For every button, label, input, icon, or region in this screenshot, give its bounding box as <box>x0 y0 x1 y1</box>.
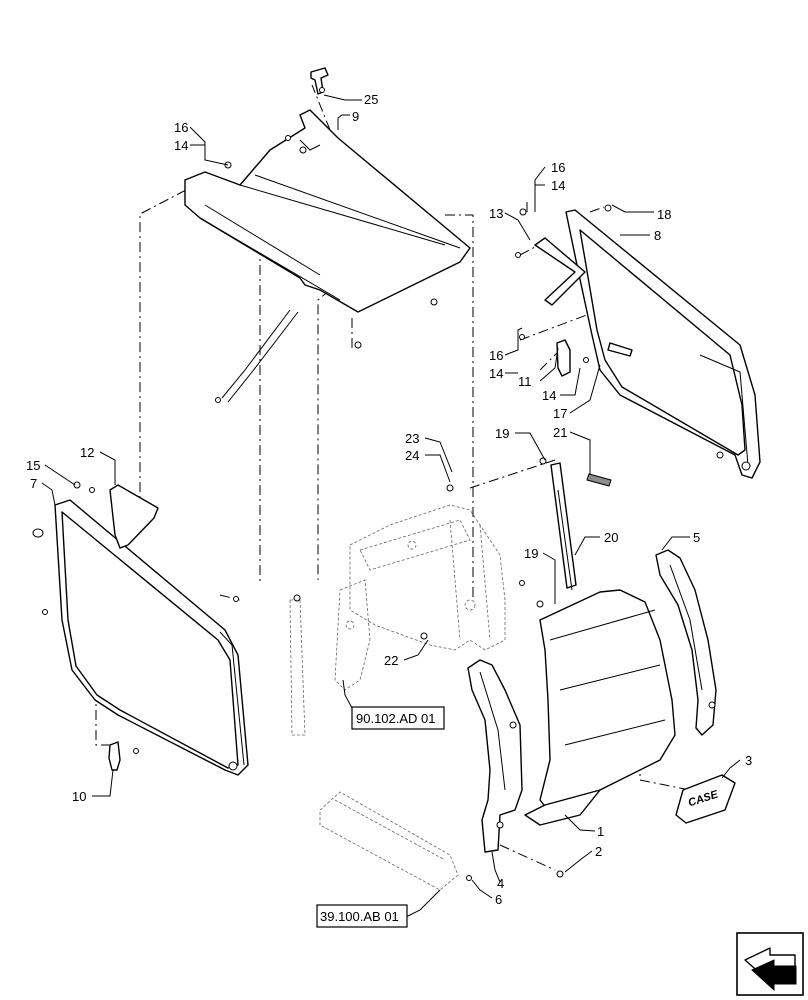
callout-19: 19 <box>495 426 509 441</box>
right-door-frame-part-8 <box>565 209 761 479</box>
callout-9: 9 <box>352 109 359 124</box>
callout-16: 16 <box>551 160 565 175</box>
callout-13: 13 <box>489 206 503 221</box>
latch-part-10 <box>108 741 121 771</box>
callout-16: 16 <box>489 348 503 363</box>
callout-1: 1 <box>597 824 604 839</box>
callout-10: 10 <box>72 789 86 804</box>
callout-8: 8 <box>654 228 661 243</box>
callout-2: 2 <box>595 844 602 859</box>
strip-part-21 <box>586 473 612 487</box>
gas-strut-part-20 <box>550 462 577 591</box>
callout-18: 18 <box>657 207 671 222</box>
callout-14: 14 <box>489 366 503 381</box>
top-panel-part-9 <box>184 109 471 313</box>
callout-14: 14 <box>174 138 188 153</box>
callout-15: 15 <box>26 458 40 473</box>
callout-12: 12 <box>80 445 94 460</box>
callout-25: 25 <box>364 92 378 107</box>
callout-16: 16 <box>174 120 188 135</box>
callout-3: 3 <box>745 753 752 768</box>
bracket-part-17 <box>607 342 633 357</box>
pillar-trim-part-4 <box>467 659 523 853</box>
callout-14: 14 <box>542 388 556 403</box>
callout-labels: 25 9 16 14 16 14 18 13 8 16 14 11 14 17 … <box>26 92 752 907</box>
central-frame-ghost <box>289 504 506 736</box>
callout-11: 11 <box>518 374 532 389</box>
callout-24: 24 <box>405 448 419 463</box>
reference-bottom-label[interactable]: 39.100.AB 01 <box>320 909 399 924</box>
leader-lines <box>41 94 741 921</box>
bracket-part-12 <box>109 484 159 549</box>
brace-part-13 <box>534 237 586 306</box>
callout-17: 17 <box>553 406 567 421</box>
callout-21: 21 <box>553 425 567 440</box>
callout-19: 19 <box>524 546 538 561</box>
callout-23: 23 <box>405 431 419 446</box>
latch-part-25 <box>310 67 329 95</box>
callout-14: 14 <box>551 178 565 193</box>
callout-6: 6 <box>495 892 502 907</box>
bracket-part-11 <box>556 339 571 377</box>
callout-7: 7 <box>30 476 37 491</box>
callout-22: 22 <box>384 653 398 668</box>
callout-20: 20 <box>604 530 618 545</box>
callout-4: 4 <box>497 876 504 891</box>
bottom-panel-part-6 <box>319 791 459 891</box>
central-cover-part-1 <box>524 589 676 826</box>
left-door-part-7 <box>32 499 249 776</box>
pillar-trim-part-5 <box>655 549 717 736</box>
callout-5: 5 <box>693 530 700 545</box>
previous-page-arrow-icon[interactable] <box>736 932 804 996</box>
reference-box-frame[interactable]: 90.102.AD 01 <box>351 706 445 730</box>
reference-box-bottom[interactable]: 39.100.AB 01 <box>316 904 408 928</box>
logo-decal-part-3: CASE <box>675 774 736 824</box>
hardware-fasteners <box>42 135 612 881</box>
reference-frame-label[interactable]: 90.102.AD 01 <box>356 711 436 726</box>
